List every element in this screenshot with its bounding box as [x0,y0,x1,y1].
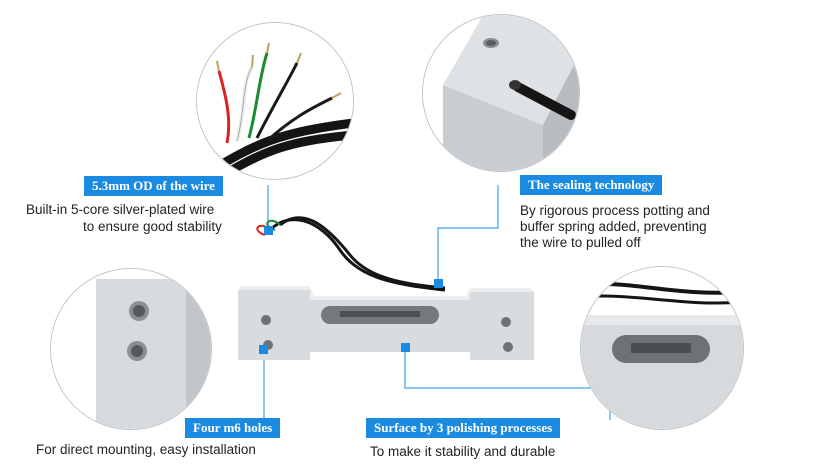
sealing-callout-desc-3: the wire to pulled off [520,235,641,250]
surface-marker [401,343,410,352]
surface-callout-title: Surface by 3 polishing processes [366,418,561,438]
holes-callout-desc-1: For direct mounting, easy installation [36,442,256,457]
holes-detail-photo [50,268,212,430]
sealing-callout-title: The sealing technology [520,175,663,195]
holes-callout-title: Four m6 holes [185,418,281,438]
surface-callout-desc-1: To make it stability and durable [370,444,556,459]
sealing-marker [434,279,443,288]
load-cell-photo [238,216,534,360]
wire-detail-photo [196,22,354,180]
holes-marker [259,345,268,354]
surface-detail-photo [580,266,744,430]
wire-callout-desc-2: to ensure good stability [83,219,222,234]
wire-marker [264,226,273,235]
wire-callout-desc-1: Built-in 5-core silver-plated wire [26,202,215,217]
sealing-detail-photo [422,14,580,172]
sealing-callout-desc-2: buffer spring added, preventing [520,219,707,234]
wire-callout-title: 5.3mm OD of the wire [84,176,223,196]
sealing-callout-desc-1: By rigorous process potting and [520,203,710,218]
sealing-connector-line [437,185,499,283]
